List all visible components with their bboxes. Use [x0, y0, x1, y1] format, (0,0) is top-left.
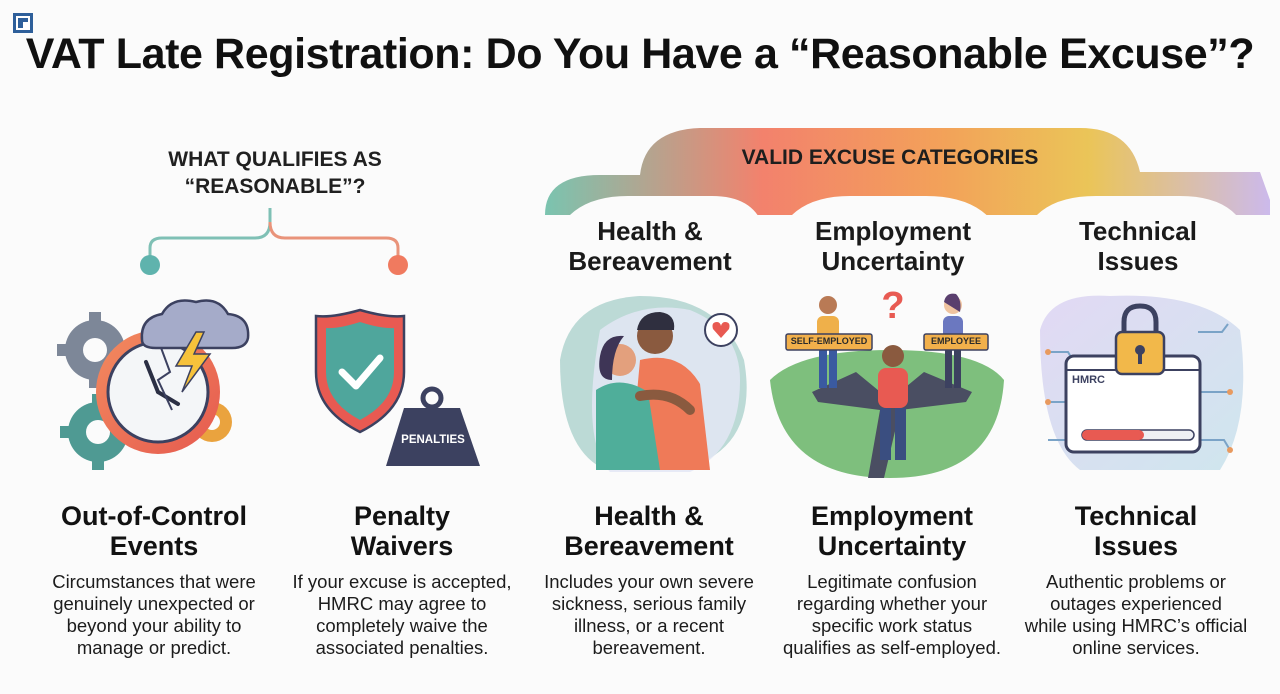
heading-line: Issues: [1093, 531, 1179, 561]
heading-health: Health & Bereavement: [524, 501, 774, 561]
heading-line: Health &: [594, 501, 704, 531]
qualifies-question-line: “REASONABLE”?: [184, 175, 366, 198]
heading-line: Events: [109, 531, 199, 561]
card-title-line: Employment: [814, 216, 972, 246]
heading-penalty-waivers: Penalty Waivers: [277, 501, 527, 561]
desc-line: completely waive the: [316, 615, 488, 636]
desc-line: Legitimate confusion: [807, 571, 977, 592]
heading-line: Penalty: [353, 501, 451, 531]
desc-out-of-control: Circumstances that were genuinely unexpe…: [29, 571, 279, 659]
hmrc-window-label: HMRC: [1072, 374, 1105, 386]
heading-employment: Employment Uncertainty: [767, 501, 1017, 561]
qualifies-question: WHAT QUALIFIES AS “REASONABLE”?: [160, 146, 390, 200]
desc-line: online services.: [1072, 637, 1200, 658]
desc-line: illness, or a recent: [573, 615, 725, 636]
health-card-illustration: [548, 196, 766, 472]
brand-logo-icon: [13, 13, 33, 33]
desc-line: associated penalties.: [315, 637, 489, 658]
card-title-line: Uncertainty: [821, 246, 965, 276]
card-title-line: Issues: [1097, 246, 1179, 276]
heading-out-of-control: Out-of-Control Events: [29, 501, 279, 561]
penalty-weight-icon: [386, 386, 480, 466]
desc-line: regarding whether your: [796, 593, 988, 614]
card-title-health: Health & Bereavement: [540, 216, 760, 276]
penalty-weight-label: PENALTIES: [401, 434, 465, 446]
card-title-employment: Employment Uncertainty: [783, 216, 1003, 276]
desc-line: Circumstances that were: [52, 571, 256, 592]
heading-line: Technical: [1074, 501, 1198, 531]
desc-line: Includes your own severe: [544, 571, 754, 592]
desc-line: HMRC may agree to: [317, 593, 487, 614]
desc-technical: Authentic problems or outages experience…: [1011, 571, 1261, 659]
shield-check-icon: [314, 308, 406, 434]
sign-self-employed: SELF-EMPLOYED: [790, 336, 868, 346]
heading-line: Waivers: [350, 531, 454, 561]
desc-health: Includes your own severe sickness, serio…: [524, 571, 774, 659]
desc-line: sickness, serious family: [551, 593, 747, 614]
technical-card-illustration: [1018, 196, 1252, 478]
heading-line: Uncertainty: [817, 531, 967, 561]
card-title-technical: Technical Issues: [1028, 216, 1248, 276]
desc-line: while using HMRC’s official: [1024, 615, 1248, 636]
desc-line: bereavement.: [592, 637, 706, 658]
heading-line: Bereavement: [564, 531, 734, 561]
desc-line: outages experienced: [1050, 593, 1222, 614]
desc-line: specific work status: [811, 615, 973, 636]
storm-clock-icon: [57, 299, 250, 470]
qualifies-question-line: WHAT QUALIFIES AS: [168, 148, 382, 171]
card-title-line: Health &: [597, 216, 703, 246]
desc-line: qualifies as self-employed.: [783, 637, 1001, 658]
svg-text:?: ?: [881, 285, 904, 327]
heading-line: Out-of-Control: [61, 501, 247, 531]
employment-card-illustration: ?: [770, 196, 1010, 478]
heading-line: Employment: [810, 501, 974, 531]
heading-technical: Technical Issues: [1011, 501, 1261, 561]
desc-line: manage or predict.: [76, 637, 232, 658]
desc-line: genuinely unexpected or: [53, 593, 255, 614]
card-title-line: Technical: [1078, 216, 1197, 246]
desc-line: If your excuse is accepted,: [292, 571, 512, 592]
page-title: VAT Late Registration: Do You Have a “Re…: [25, 30, 1255, 78]
desc-penalty-waivers: If your excuse is accepted, HMRC may agr…: [277, 571, 527, 659]
card-title-line: Bereavement: [568, 246, 732, 276]
desc-line: beyond your ability to: [66, 615, 242, 636]
sign-employee: EMPLOYEE: [930, 336, 981, 346]
categories-header: VALID EXCUSE CATEGORIES: [741, 146, 1039, 169]
desc-line: Authentic problems or: [1046, 571, 1226, 592]
desc-employment: Legitimate confusion regarding whether y…: [767, 571, 1017, 659]
